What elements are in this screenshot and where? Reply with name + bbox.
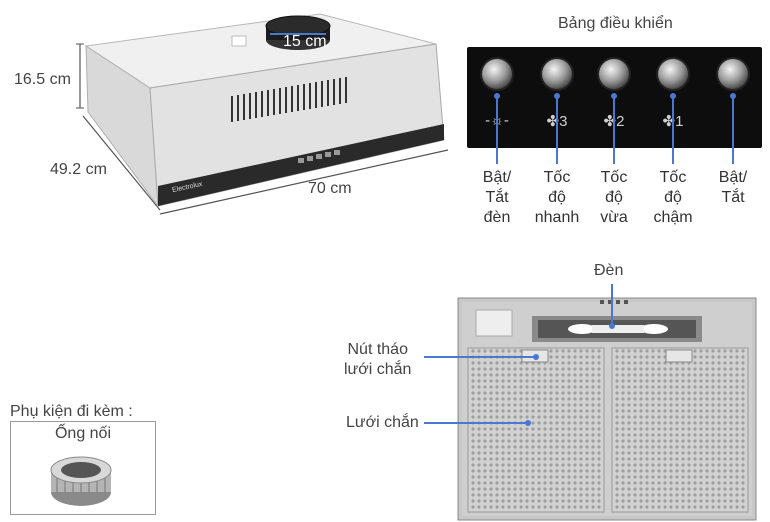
leader-line: [613, 96, 615, 164]
leader-dot: [554, 93, 560, 99]
leader-line: [732, 96, 734, 164]
leader-dot: [494, 93, 500, 99]
leader-line: [496, 96, 498, 164]
light-label: Đèn: [594, 262, 624, 279]
hood-underside-illustration: [457, 297, 757, 521]
leader-line: [424, 356, 536, 358]
accessory-title: Phụ kiện đi kèm :: [10, 403, 133, 420]
leader-dot: [730, 93, 736, 99]
filter-release-label: Nút tháo lưới chắn: [344, 341, 412, 378]
hood-height-dimension: 16.5 cm: [14, 71, 71, 88]
speed-medium-knob[interactable]: [599, 59, 629, 89]
hood-width-dimension: 70 cm: [308, 180, 352, 197]
leader-dot: [525, 420, 531, 426]
leader-line: [424, 422, 528, 424]
filter-label: Lưới chắn: [346, 414, 419, 431]
leader-line: [611, 284, 613, 326]
leader-dot: [533, 354, 539, 360]
accessory-item-name: Ống nối: [54, 425, 112, 442]
power-toggle-label: Bật/Tắt: [718, 169, 748, 206]
hood-perspective-illustration: [76, 13, 449, 215]
duct-connector-icon: [50, 456, 112, 506]
leader-line: [672, 96, 674, 164]
accessory-box: Ống nối: [10, 421, 156, 515]
hood-depth-dimension: 49.2 cm: [50, 161, 107, 178]
leader-dot: [670, 93, 676, 99]
leader-dot: [611, 93, 617, 99]
speed-high-knob[interactable]: [542, 59, 572, 89]
speed-low-knob[interactable]: [658, 59, 688, 89]
control-panel-title: Bảng điều khiển: [558, 15, 673, 32]
duct-diameter-dimension: 15 cm: [283, 33, 327, 50]
power-toggle-knob[interactable]: [718, 59, 748, 89]
leader-dot: [609, 323, 615, 329]
light-toggle-knob[interactable]: [482, 59, 512, 89]
leader-line: [556, 96, 558, 164]
